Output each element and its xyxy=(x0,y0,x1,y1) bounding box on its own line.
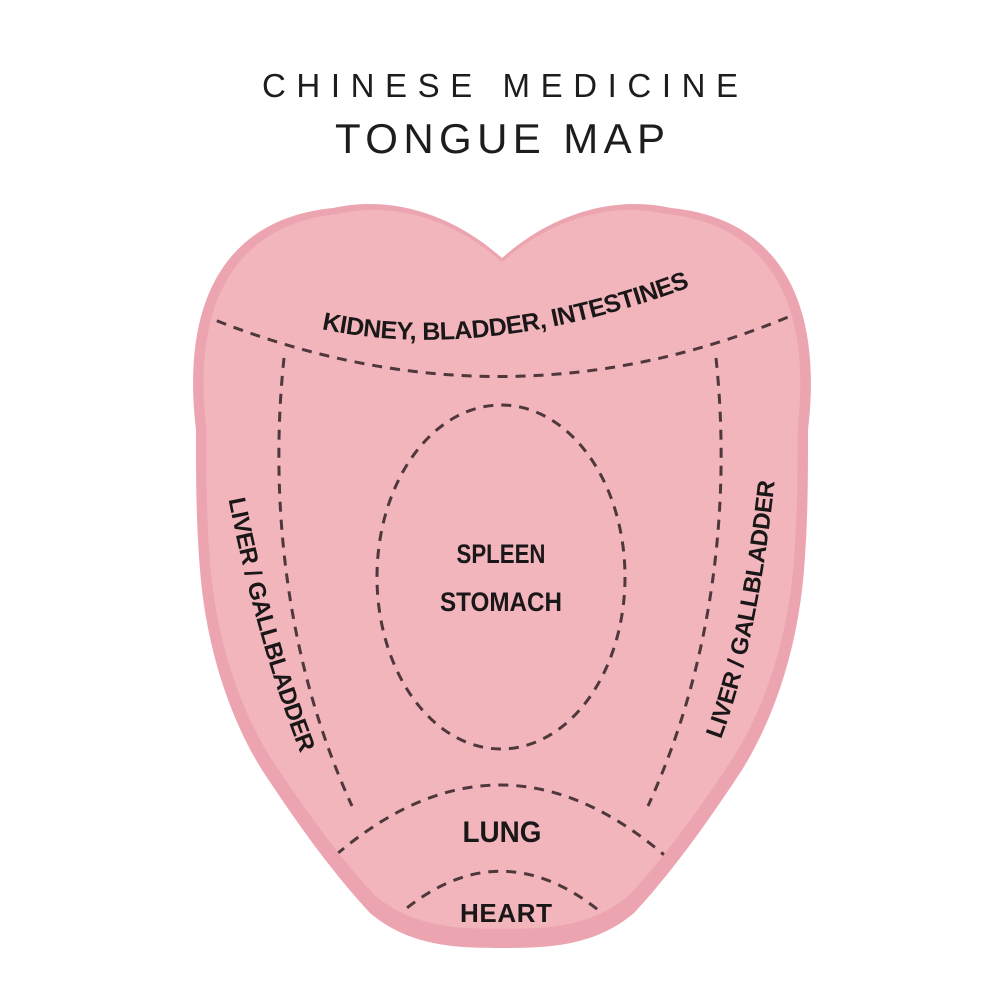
label-stomach: STOMACH xyxy=(440,587,562,617)
label-lung: LUNG xyxy=(463,816,542,849)
divider-back-arc xyxy=(203,310,801,378)
tongue-surface xyxy=(203,210,801,929)
label-heart: HEART xyxy=(460,898,552,928)
divider-lung-arc xyxy=(283,783,717,907)
divider-left-side-line xyxy=(277,357,354,807)
divider-center-ellipse xyxy=(375,403,627,751)
region-dividers xyxy=(203,310,801,929)
divider-right-side-line xyxy=(646,357,723,807)
page-title-line1: CHINESE MEDICINE xyxy=(262,67,738,104)
label-spleen: SPLEEN xyxy=(457,539,546,569)
page-title-line2: TONGUE MAP xyxy=(335,115,665,162)
